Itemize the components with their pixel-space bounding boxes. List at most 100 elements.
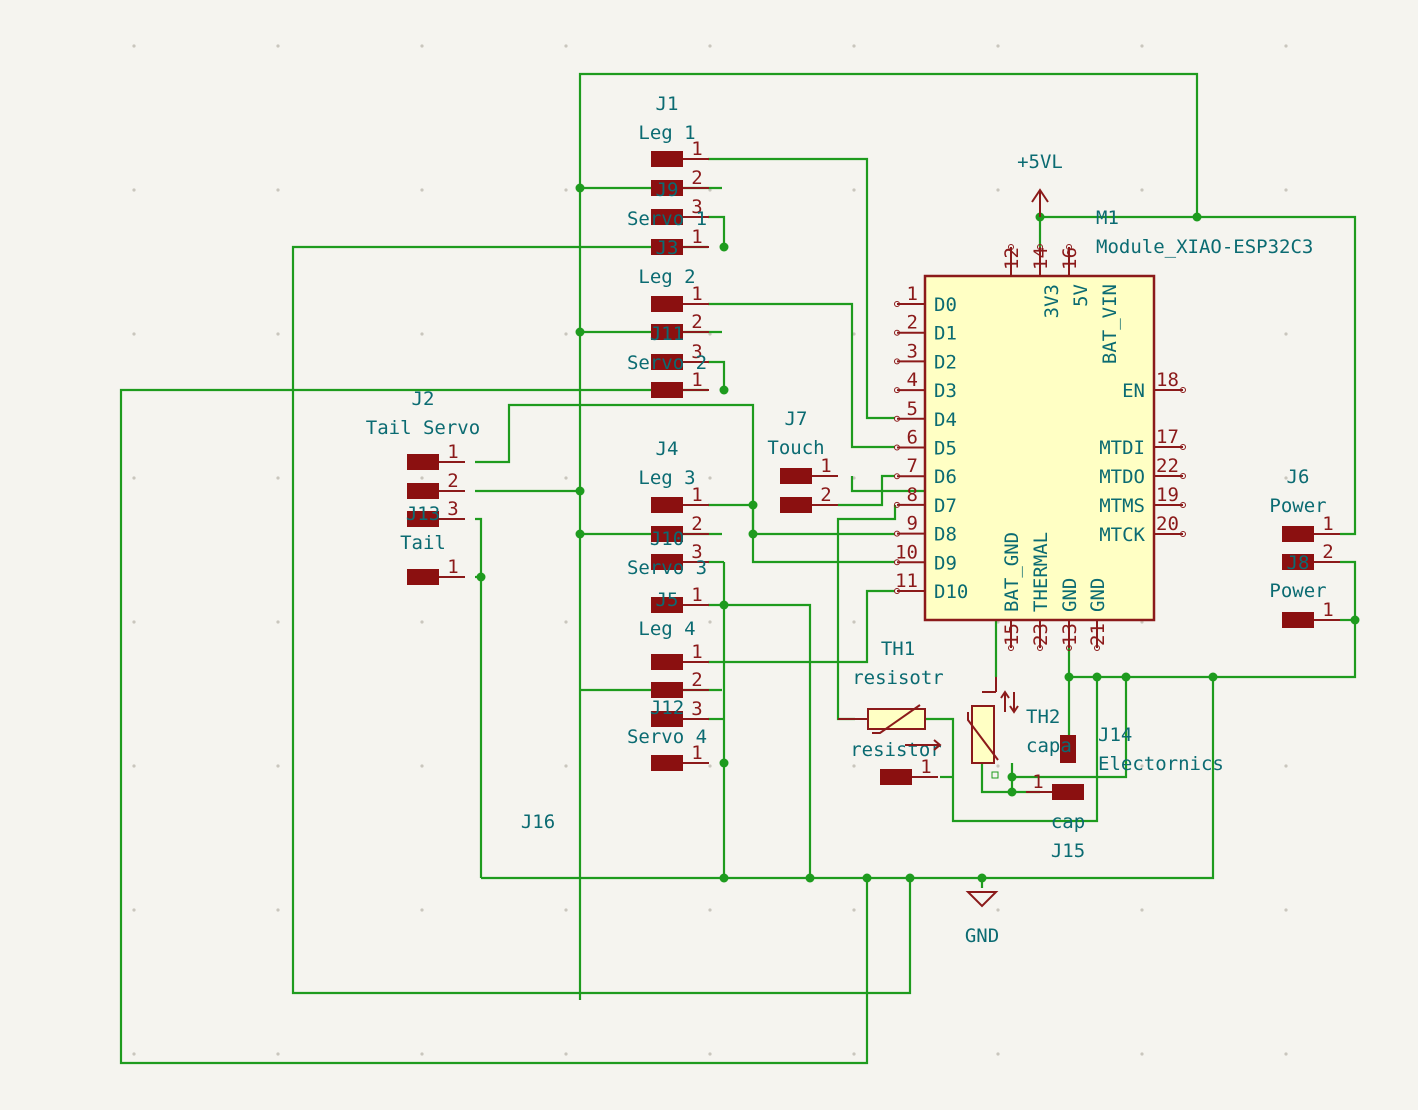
connector-pin[interactable]: 1 [407, 441, 465, 470]
connector-pin[interactable]: 1 [651, 226, 709, 255]
junction [476, 572, 486, 582]
grid-dot [132, 620, 136, 624]
connector-pin[interactable]: 1 [651, 283, 709, 312]
connector-pad [1282, 554, 1314, 570]
connector-pin[interactable]: 1 [651, 584, 709, 613]
j16-ref: J16 [521, 811, 555, 833]
pin-end [1180, 502, 1186, 508]
connector-pin[interactable]: 1 [651, 138, 709, 167]
j12-value: Servo 4 [627, 726, 707, 748]
connector-pin-number: 3 [691, 196, 702, 218]
connector-pin-number: 3 [691, 698, 702, 720]
connector-pad [407, 569, 439, 585]
connector-pin[interactable]: 2 [1282, 541, 1340, 570]
connector-pad [407, 454, 439, 470]
grid-dot [996, 1052, 1000, 1056]
module-pin-number: 5 [907, 398, 918, 420]
servo2-value: Servo 2 [627, 352, 707, 374]
connector-pin[interactable]: 1 [1282, 513, 1340, 542]
connector-pin-number: 1 [1032, 771, 1043, 793]
connector-pin[interactable]: 3 [651, 698, 709, 727]
connector-pin[interactable]: 2 [780, 484, 838, 513]
j11-value: Leg 2 [638, 266, 695, 288]
grid-dot [1284, 1052, 1288, 1056]
module-pin-name: D8 [934, 524, 957, 546]
grid-dot [132, 44, 136, 48]
connector-pin[interactable] [1060, 735, 1076, 763]
grid-dot [708, 620, 712, 624]
th1-thermistor[interactable] [838, 704, 942, 751]
j13-ref: J13 [406, 503, 440, 525]
grid-dot [420, 620, 424, 624]
connector-pin[interactable]: 1 [651, 484, 709, 513]
pin-end [1066, 244, 1072, 250]
module-pin-name: D3 [934, 380, 957, 402]
connector-pin[interactable]: 2 [651, 167, 709, 196]
connector-pad [651, 682, 683, 698]
module-pin-number: 15 [1001, 623, 1023, 646]
connector-pin[interactable]: 2 [651, 669, 709, 698]
wire [119, 388, 869, 1065]
grid-dot [1140, 1052, 1144, 1056]
j4-value: Leg 3 [638, 467, 695, 489]
grid-dot [852, 44, 856, 48]
j10-ref: J10 [650, 528, 684, 550]
junction [1007, 772, 1017, 782]
connector-pin[interactable]: 1 [651, 369, 709, 398]
connector-pin[interactable]: 1 [880, 756, 938, 785]
connector-pad [1282, 612, 1314, 628]
module-pin-name: D0 [934, 294, 957, 316]
connector-pad [651, 296, 683, 312]
connector-pin[interactable]: 2 [651, 311, 709, 340]
connector-pad [651, 497, 683, 513]
connector-pin[interactable]: 1 [407, 556, 465, 585]
j12-ref: J12 [650, 697, 684, 719]
connector-pin[interactable]: 3 [651, 341, 709, 370]
connector-pin[interactable]: 1 [780, 455, 838, 484]
grid-dot [1140, 764, 1144, 768]
grid-dot [996, 908, 1000, 912]
connector-pin[interactable]: 1 [651, 742, 709, 771]
grid-dot [564, 332, 568, 336]
grid-dot [132, 764, 136, 768]
connector-pin[interactable]: 3 [407, 498, 465, 527]
grid-dot [420, 476, 424, 480]
j8-ref: J8 [1287, 552, 1310, 574]
connector-pin[interactable]: 2 [651, 513, 709, 542]
module-pin-name: EN [1122, 380, 1145, 402]
connector-pin-number: 1 [820, 455, 831, 477]
connector-pin[interactable]: 3 [651, 196, 709, 225]
connector-pin[interactable]: 1 [1282, 599, 1340, 628]
pin-end [894, 329, 900, 336]
module-pin-name: D6 [934, 466, 957, 488]
grid-dot [1140, 188, 1144, 192]
grid-dot [420, 908, 424, 912]
th2-thermistor[interactable] [967, 677, 1019, 779]
connector-pin[interactable]: 3 [651, 541, 709, 570]
grid-dot [996, 44, 1000, 48]
connector-pin[interactable]: 2 [407, 470, 465, 499]
connector-pin[interactable]: 1 [1026, 771, 1084, 800]
j6-ref: J6 [1287, 466, 1310, 488]
j11-ref: J11 [650, 323, 684, 345]
module-pin-name: THERMAL [1030, 532, 1052, 612]
grid-dot [1284, 908, 1288, 912]
connector-pin-number: 2 [691, 513, 702, 535]
module-pin-name: MTMS [1099, 495, 1145, 517]
grid-dot [564, 476, 568, 480]
connector-pin[interactable]: 1 [651, 641, 709, 670]
grid-dot [420, 332, 424, 336]
pin-end [1037, 645, 1043, 651]
junction [1192, 212, 1202, 222]
module-pin-name: MTDO [1099, 466, 1145, 488]
module-pin-name: D1 [934, 323, 957, 345]
j5-ref: J5 [656, 589, 679, 611]
th2-ref: TH2 [1026, 706, 1060, 728]
grid-dot [996, 188, 1000, 192]
module-pin-number: 20 [1156, 513, 1179, 535]
module-pin-number: 2 [907, 312, 918, 334]
j15-ref: J15 [1051, 840, 1085, 862]
